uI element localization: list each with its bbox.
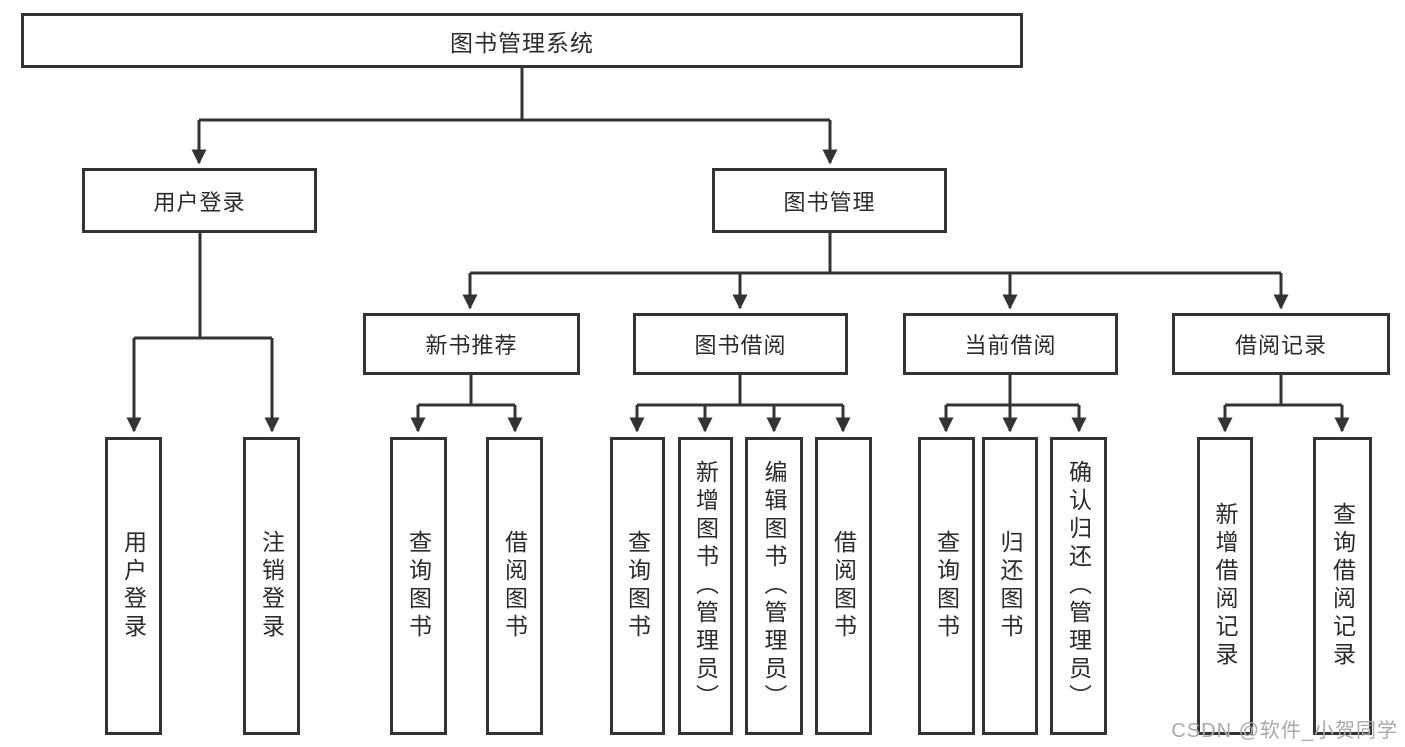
leaf-user-login: 用户登录 — [105, 437, 162, 735]
leaf-borrow-add-admin: 新增图书（管理员） — [678, 437, 733, 735]
node-new-book-recommend: 新书推荐 — [363, 313, 580, 375]
node-book-management: 图书管理 — [712, 168, 947, 233]
leaf-borrow-edit-admin: 编辑图书（管理员） — [745, 437, 803, 735]
node-book-borrow: 图书借阅 — [633, 313, 848, 375]
leaf-newbook-query: 查询图书 — [390, 437, 447, 735]
csdn-watermark: CSDN @软件_小贺同学 — [1171, 720, 1398, 742]
leaf-records-add: 新增借阅记录 — [1197, 437, 1253, 735]
rail-newbook — [418, 375, 515, 407]
rail-records — [1225, 375, 1342, 407]
leaf-borrow-lend: 借阅图书 — [815, 437, 872, 735]
rail-login — [134, 233, 272, 340]
node-borrow-records: 借阅记录 — [1172, 313, 1390, 375]
node-current-borrow: 当前借阅 — [903, 313, 1118, 375]
rail-borrow — [637, 375, 843, 407]
node-root: 图书管理系统 — [21, 13, 1023, 68]
leaf-borrow-query: 查询图书 — [610, 437, 665, 735]
node-user-login: 用户登录 — [82, 168, 317, 233]
rail-current — [946, 375, 1079, 407]
leaf-records-query: 查询借阅记录 — [1313, 437, 1372, 735]
rail-mgmt — [470, 233, 1281, 275]
leaf-logout: 注销登录 — [243, 437, 300, 735]
leaf-current-return: 归还图书 — [982, 437, 1038, 735]
leaf-current-query: 查询图书 — [918, 437, 975, 735]
leaf-newbook-borrow: 借阅图书 — [486, 437, 543, 735]
leaf-current-confirm-admin: 确认归还（管理员） — [1050, 437, 1107, 735]
rail-root — [199, 68, 830, 122]
